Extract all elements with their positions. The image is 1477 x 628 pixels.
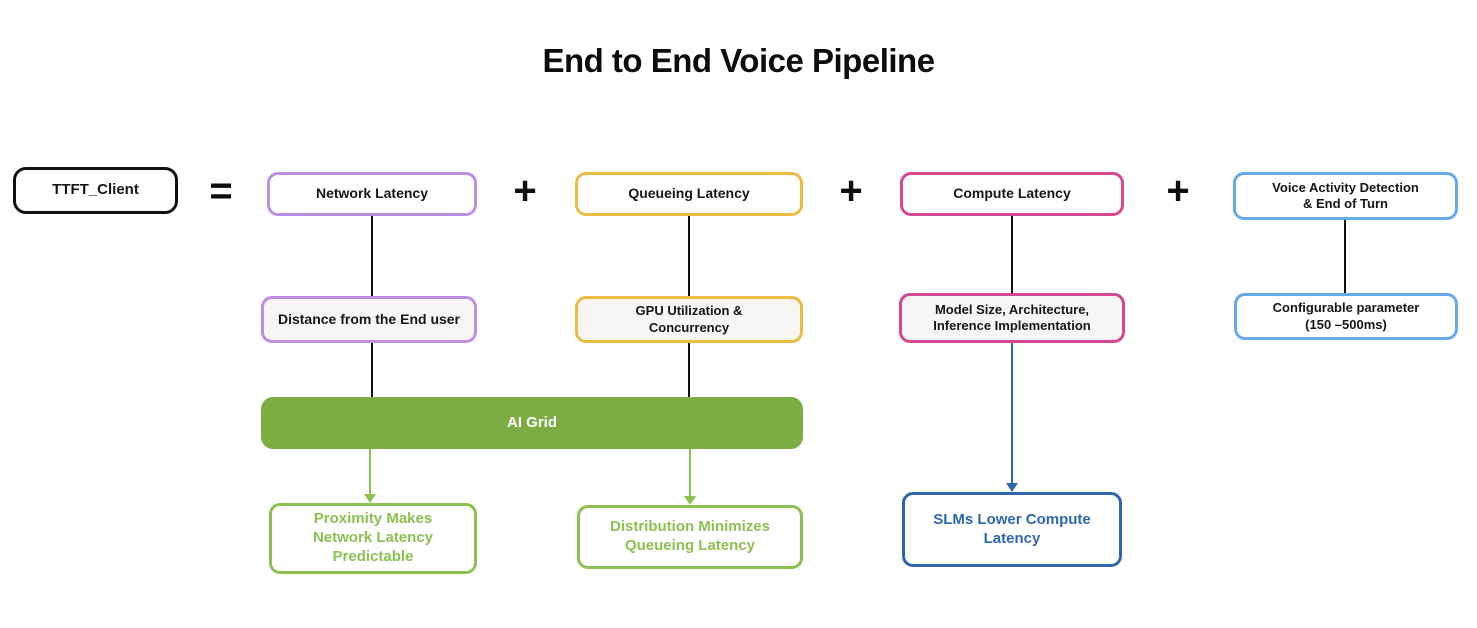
- connector-vad-to-config: [1344, 220, 1346, 293]
- connector-compute-to-model: [1011, 216, 1013, 293]
- connector-network-to-distance: [371, 216, 373, 296]
- model-size-architecture-box: Model Size, Architecture,Inference Imple…: [899, 293, 1125, 343]
- plus-operator-3: +: [1166, 168, 1190, 213]
- connector-queueing-to-gpu: [688, 216, 690, 296]
- arrowhead-model-to-slms: [1006, 483, 1018, 492]
- compute-latency-box: Compute Latency: [900, 172, 1124, 216]
- queueing-latency-box: Queueing Latency: [575, 172, 803, 216]
- arrow-aigrid-to-proximity: [369, 449, 371, 494]
- distance-from-end-user-box: Distance from the End user: [261, 296, 477, 343]
- arrow-model-to-slms: [1011, 343, 1013, 483]
- equals-operator: =: [209, 168, 233, 213]
- ttft-client-box: TTFT_Client: [13, 167, 178, 214]
- ai-grid-bar: AI Grid: [261, 397, 803, 449]
- arrow-aigrid-to-distribution: [689, 449, 691, 496]
- arrowhead-aigrid-to-proximity: [364, 494, 376, 503]
- connector-gpu-to-aigrid: [688, 343, 690, 397]
- page-title: End to End Voice Pipeline: [542, 42, 935, 79]
- plus-operator-1: +: [513, 168, 537, 213]
- configurable-parameter-box: Configurable parameter(150 –500ms): [1234, 293, 1458, 340]
- gpu-utilization-box: GPU Utilization &Concurrency: [575, 296, 803, 343]
- voice-activity-detection-box: Voice Activity Detection& End of Turn: [1233, 172, 1458, 220]
- arrowhead-aigrid-to-distribution: [684, 496, 696, 505]
- plus-operator-2: +: [839, 168, 863, 213]
- connector-distance-to-aigrid: [371, 343, 373, 397]
- network-latency-box: Network Latency: [267, 172, 477, 216]
